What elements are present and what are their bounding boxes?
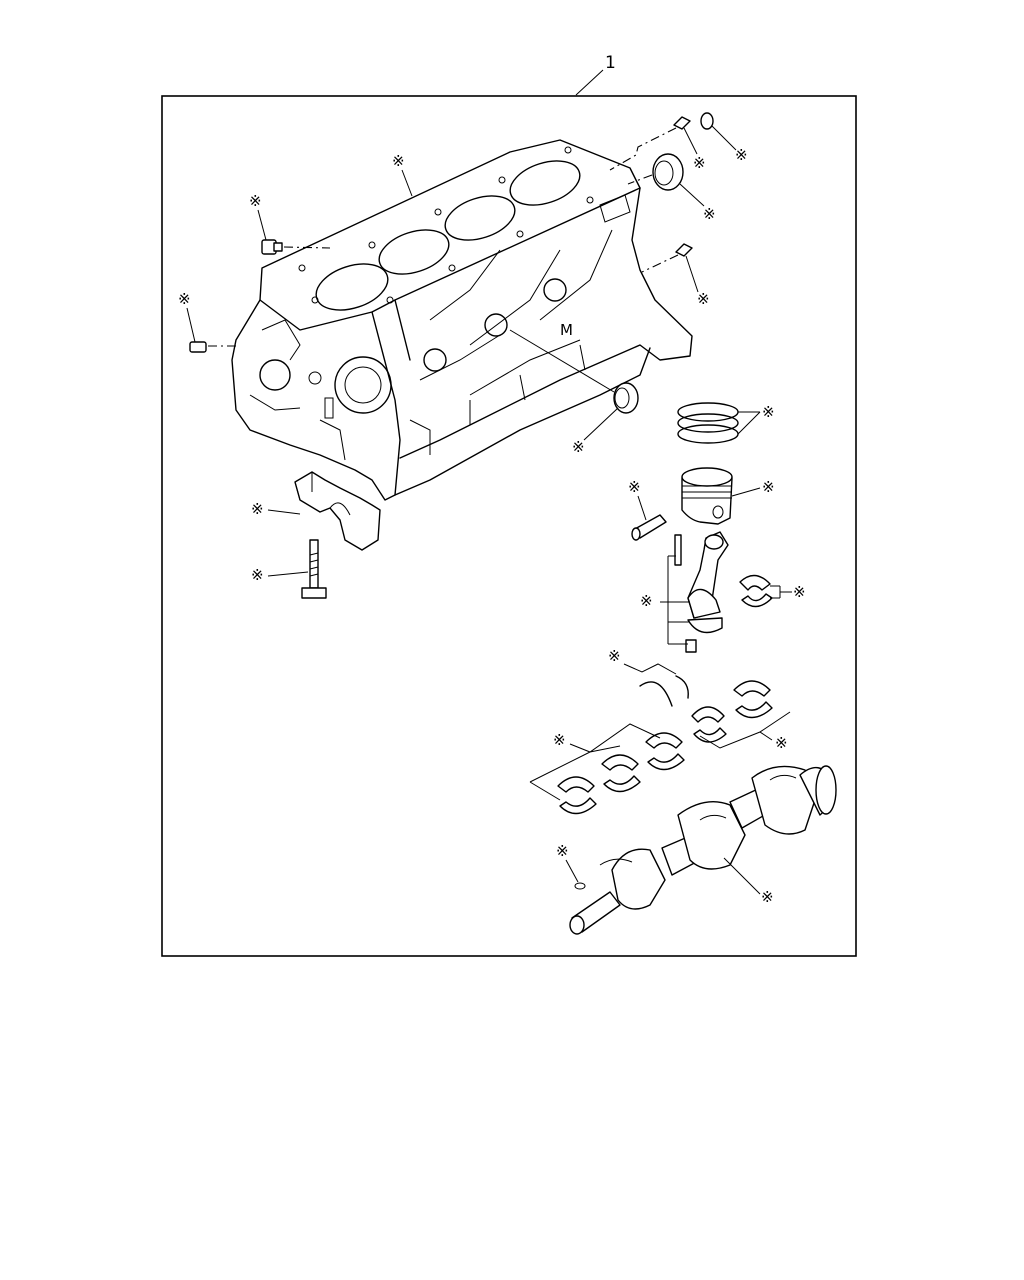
callout-mark: ※ (392, 152, 405, 170)
callout-mark: ※ (556, 842, 569, 860)
rod-bearing-shells (739, 574, 773, 608)
dowel-pin-side (641, 243, 693, 273)
callout-mark: ※ (572, 438, 585, 456)
callout-mark: ※ (697, 290, 710, 308)
callout-crank-key: ※ (556, 842, 579, 883)
callout-mark: ※ (249, 192, 262, 210)
piston-pin (631, 514, 667, 541)
thrust-washers (639, 675, 689, 707)
callout-rod-bearing: ※ (770, 583, 806, 601)
callout-core-plug: ※ (679, 183, 716, 223)
block-seal-ring (509, 329, 639, 414)
callout-thrust-washers: ※ (608, 647, 677, 675)
callout-bearing-cap: ※ (251, 500, 301, 518)
connecting-rod (674, 531, 729, 653)
callout-mark: ※ (640, 592, 653, 610)
callout-dowel-side: ※ (685, 255, 710, 308)
callout-lower-shells: ※ (529, 723, 661, 801)
main-bearing-shells-upper (691, 680, 773, 743)
block-fitting-plug-left (189, 341, 240, 353)
callout-crankshaft: ※ (723, 857, 774, 906)
callout-mark: ※ (762, 478, 775, 496)
callout-mark: ※ (693, 154, 706, 172)
callout-block-bolt: ※ (249, 192, 267, 241)
dowel-pins-top (609, 112, 714, 171)
callout-mark: ※ (251, 500, 264, 518)
callout-mark: ※ (762, 403, 775, 421)
callout-piston-pin: ※ (628, 478, 647, 521)
callout-plug-left: ※ (178, 290, 196, 343)
callout-seal-ring: ※ (572, 407, 619, 456)
callout-mark: ※ (553, 731, 566, 749)
callout-mark: ※ (628, 478, 641, 496)
callout-mark: ※ (251, 566, 264, 584)
callout-mark: ※ (775, 734, 788, 752)
callout-connecting-rod: ※ (640, 555, 690, 645)
callout-mark: ※ (761, 888, 774, 906)
main-bearing-bolt (301, 539, 327, 599)
block-fitting-bolt-top (261, 239, 331, 255)
main-bearing-shells-lower (557, 732, 685, 815)
callout-upper-shells: ※ (699, 711, 791, 752)
part-callouts: ※ ※ ※ ※ ※ ※ ※ ※ (178, 125, 806, 906)
crankshaft (569, 765, 837, 935)
callout-dowel-1: ※ (683, 127, 706, 172)
assembly-frame (161, 95, 857, 957)
callout-mark: ※ (793, 583, 806, 601)
block-letter-mark: M (560, 321, 573, 339)
piston (681, 467, 733, 525)
callout-mark: ※ (703, 205, 716, 223)
assembly-callout: 1 (575, 53, 616, 96)
main-bearing-cap (294, 471, 381, 551)
cylinder-block: M (231, 139, 693, 501)
callout-mark: ※ (608, 647, 621, 665)
core-plug (627, 153, 684, 191)
callout-piston-rings: ※ (737, 403, 775, 435)
callout-dowel-2: ※ (711, 125, 748, 164)
callout-piston: ※ (731, 478, 775, 497)
callout-bearing-bolt: ※ (251, 566, 309, 584)
piston-rings (677, 402, 739, 444)
callout-block: ※ (392, 152, 413, 197)
callout-mark: ※ (178, 290, 191, 308)
assembly-callout-number: 1 (605, 53, 616, 73)
callout-mark: ※ (735, 146, 748, 164)
